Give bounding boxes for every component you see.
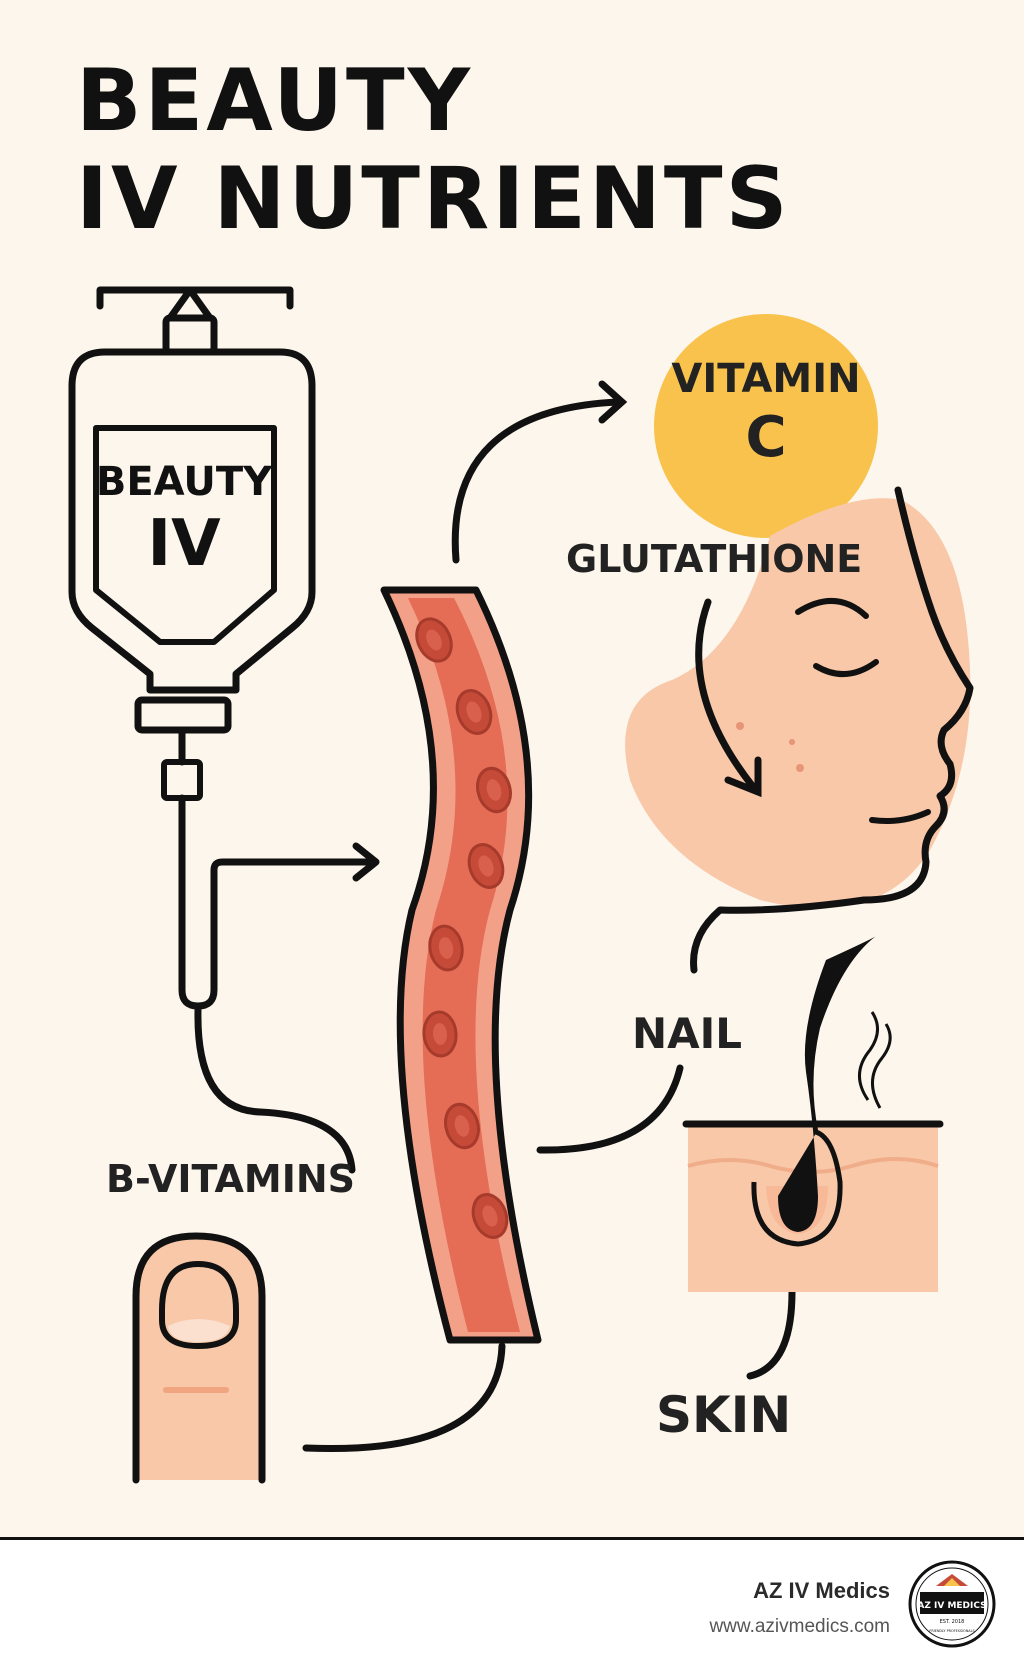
iv-bag-label-line-1: BEAUTY <box>96 459 273 505</box>
vitamin-c-circle <box>654 314 878 538</box>
connector-lines <box>302 380 796 1453</box>
hair-follicle-icon <box>682 936 944 1292</box>
fingertip-icon <box>132 1232 266 1484</box>
page-title: BEAUTY IV NUTRIENTS <box>76 52 791 248</box>
vitamin-c-label-line-1: VITAMIN <box>671 356 860 402</box>
glutathione-label: GLUTATHIONE <box>566 537 862 581</box>
logo-name: AZ IV MEDICS <box>917 1601 986 1611</box>
footer: AZ IV Medics www.azivmedics.com AZ IV ME… <box>0 1537 1024 1666</box>
title-line-2: IV NUTRIENTS <box>76 149 791 249</box>
arrow-to-vitamin-c <box>451 398 622 564</box>
skin-label: SKIN <box>656 1386 791 1444</box>
red-blood-cell-center <box>466 701 482 723</box>
infographic-diagram: BEAUTY IV VITAMIN C GLUTATHIONE <box>68 286 974 1484</box>
brand-url[interactable]: www.azivmedics.com <box>709 1616 890 1637</box>
red-blood-cell-center <box>432 1023 448 1045</box>
arrow-to-face <box>695 598 762 798</box>
red-blood-cell-center <box>486 779 502 801</box>
face-icon <box>625 486 974 974</box>
red-blood-cell-center <box>454 1115 470 1137</box>
iv-bag-label-line-2: IV <box>147 507 221 581</box>
red-blood-cell-center <box>478 855 494 877</box>
nail-label: NAIL <box>632 1009 742 1058</box>
brand-name: AZ IV Medics <box>753 1578 890 1603</box>
line-to-skin <box>746 1288 796 1380</box>
red-blood-cell-center <box>482 1205 498 1227</box>
logo-tagline: FRIENDLY PROFESSIONALS <box>929 1629 974 1633</box>
logo-est: EST. 2018 <box>940 1619 965 1625</box>
brand-logo: AZ IV MEDICS EST. 2018 FRIENDLY PROFESSI… <box>908 1560 996 1648</box>
vitamin-c-label-line-2: C <box>745 405 786 470</box>
red-blood-cell-center <box>426 629 442 651</box>
red-blood-cell-center <box>438 937 454 959</box>
iv-bag-icon <box>68 286 380 1174</box>
title-line-1: BEAUTY <box>76 51 473 151</box>
line-to-fingertip <box>302 1342 506 1453</box>
line-to-nail <box>536 1064 684 1154</box>
b-vitamins-label: B-VITAMINS <box>106 1157 355 1201</box>
blood-vessel-icon <box>380 586 542 1344</box>
